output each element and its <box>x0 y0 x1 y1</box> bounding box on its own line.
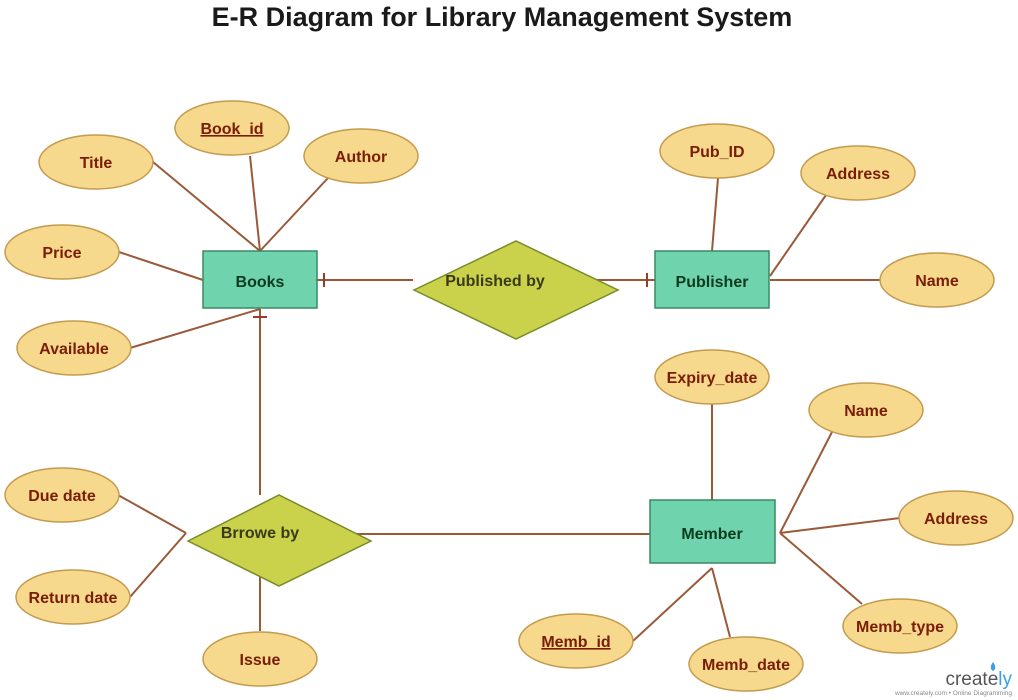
attribute-ellipse <box>879 252 995 308</box>
attribute-available[interactable]: Available <box>16 320 132 376</box>
relationship-published-by[interactable]: Published by <box>412 240 620 340</box>
attribute-book-id[interactable]: Book_id <box>174 100 290 156</box>
connector-brrowe-by-return-date <box>129 532 187 598</box>
attribute-label: Return date <box>29 590 118 607</box>
connector-member-memb-date <box>711 567 731 638</box>
attribute-memb-date[interactable]: Memb_date <box>688 636 804 692</box>
connector-member-name <box>779 431 833 534</box>
entity-box <box>202 250 318 309</box>
entity-label: Books <box>236 274 285 291</box>
attribute-due-date[interactable]: Due date <box>4 467 120 523</box>
relationship-label: Published by <box>445 273 545 290</box>
relationship-label: Brrowe by <box>221 525 299 542</box>
entity-box <box>649 499 776 564</box>
attribute-ellipse <box>800 145 916 201</box>
creately-tagline: www.creately.com • Online Diagramming <box>894 690 1012 697</box>
attribute-pub-id[interactable]: Pub_ID <box>659 123 775 179</box>
attribute-ellipse <box>842 598 958 654</box>
attribute-ellipse <box>4 224 120 280</box>
attribute-label: Author <box>335 149 387 166</box>
attribute-label: Name <box>844 403 888 420</box>
attribute-label: Address <box>924 511 988 528</box>
connector-member-memb-type <box>779 532 863 605</box>
attribute-ellipse <box>518 613 634 669</box>
relationship-brrowe-by[interactable]: Brrowe by <box>186 494 373 587</box>
attribute-label-key: Book_id <box>200 121 263 138</box>
attribute-ellipse <box>808 382 924 438</box>
attribute-label: Pub_ID <box>689 144 744 161</box>
attribute-label: Memb_type <box>856 619 944 636</box>
attribute-label: Title <box>80 155 113 172</box>
attribute-label-key: Memb_id <box>541 634 610 651</box>
attribute-memb-id[interactable]: Memb_id <box>518 613 634 669</box>
attribute-ellipse <box>15 569 131 625</box>
attribute-ellipse <box>688 636 804 692</box>
attribute-publisher-name[interactable]: Name <box>879 252 995 308</box>
attribute-price[interactable]: Price <box>4 224 120 280</box>
attribute-label: Memb_date <box>702 657 790 674</box>
attribute-ellipse <box>202 631 318 687</box>
attribute-author[interactable]: Author <box>303 128 419 184</box>
attribute-publisher-address[interactable]: Address <box>800 145 916 201</box>
entity-member[interactable]: Member <box>649 499 776 564</box>
connector-member-memb-id <box>632 567 713 642</box>
attribute-label: Available <box>39 341 109 358</box>
attribute-label: Issue <box>240 652 281 669</box>
attribute-memb-type[interactable]: Memb_type <box>842 598 958 654</box>
connector-books-available <box>129 308 261 349</box>
attribute-label: Address <box>826 166 890 183</box>
attribute-ellipse <box>4 467 120 523</box>
connector-publisher-address <box>769 194 827 277</box>
connector-books-author <box>259 177 329 252</box>
attribute-label: Price <box>42 245 81 262</box>
attribute-title[interactable]: Title <box>38 134 154 190</box>
connector-publisher-pub-id <box>711 177 719 252</box>
attribute-label: Expiry_date <box>667 370 758 387</box>
attribute-issue[interactable]: Issue <box>202 631 318 687</box>
attribute-ellipse <box>654 349 770 405</box>
connectors <box>117 155 901 642</box>
wordmark-accent: ly <box>998 669 1012 690</box>
droplet-icon <box>990 662 996 671</box>
connector-books-price <box>118 251 204 281</box>
entity-box <box>654 250 770 309</box>
entity-publisher[interactable]: Publisher <box>654 250 770 309</box>
attribute-member-name[interactable]: Name <box>808 382 924 438</box>
attribute-member-address[interactable]: Address <box>898 490 1014 546</box>
relationship-diamond <box>186 494 373 587</box>
connector-brrowe-by-due-date <box>117 494 187 534</box>
connector-books-book-id <box>249 155 261 252</box>
attribute-ellipse <box>303 128 419 184</box>
diagram-title: E-R Diagram for Library Management Syste… <box>212 2 793 32</box>
attribute-expiry-date[interactable]: Expiry_date <box>654 349 770 405</box>
connector-member-address <box>779 517 901 534</box>
attribute-ellipse <box>38 134 154 190</box>
relationship-diamond <box>412 240 620 340</box>
entity-label: Publisher <box>676 274 749 291</box>
attribute-ellipse <box>659 123 775 179</box>
attribute-label: Due date <box>28 488 96 505</box>
attribute-ellipse <box>174 100 290 156</box>
creately-wordmark: creately <box>945 669 1012 690</box>
wordmark-main: create <box>945 669 998 690</box>
entity-label: Member <box>681 526 742 543</box>
creately-logo[interactable]: creately www.creately.com • Online Diagr… <box>894 662 1013 697</box>
connector-books-title <box>152 161 261 252</box>
attribute-return-date[interactable]: Return date <box>15 569 131 625</box>
attribute-label: Name <box>915 273 959 290</box>
attribute-ellipse <box>898 490 1014 546</box>
attribute-ellipse <box>16 320 132 376</box>
entity-books[interactable]: Books <box>202 250 318 309</box>
